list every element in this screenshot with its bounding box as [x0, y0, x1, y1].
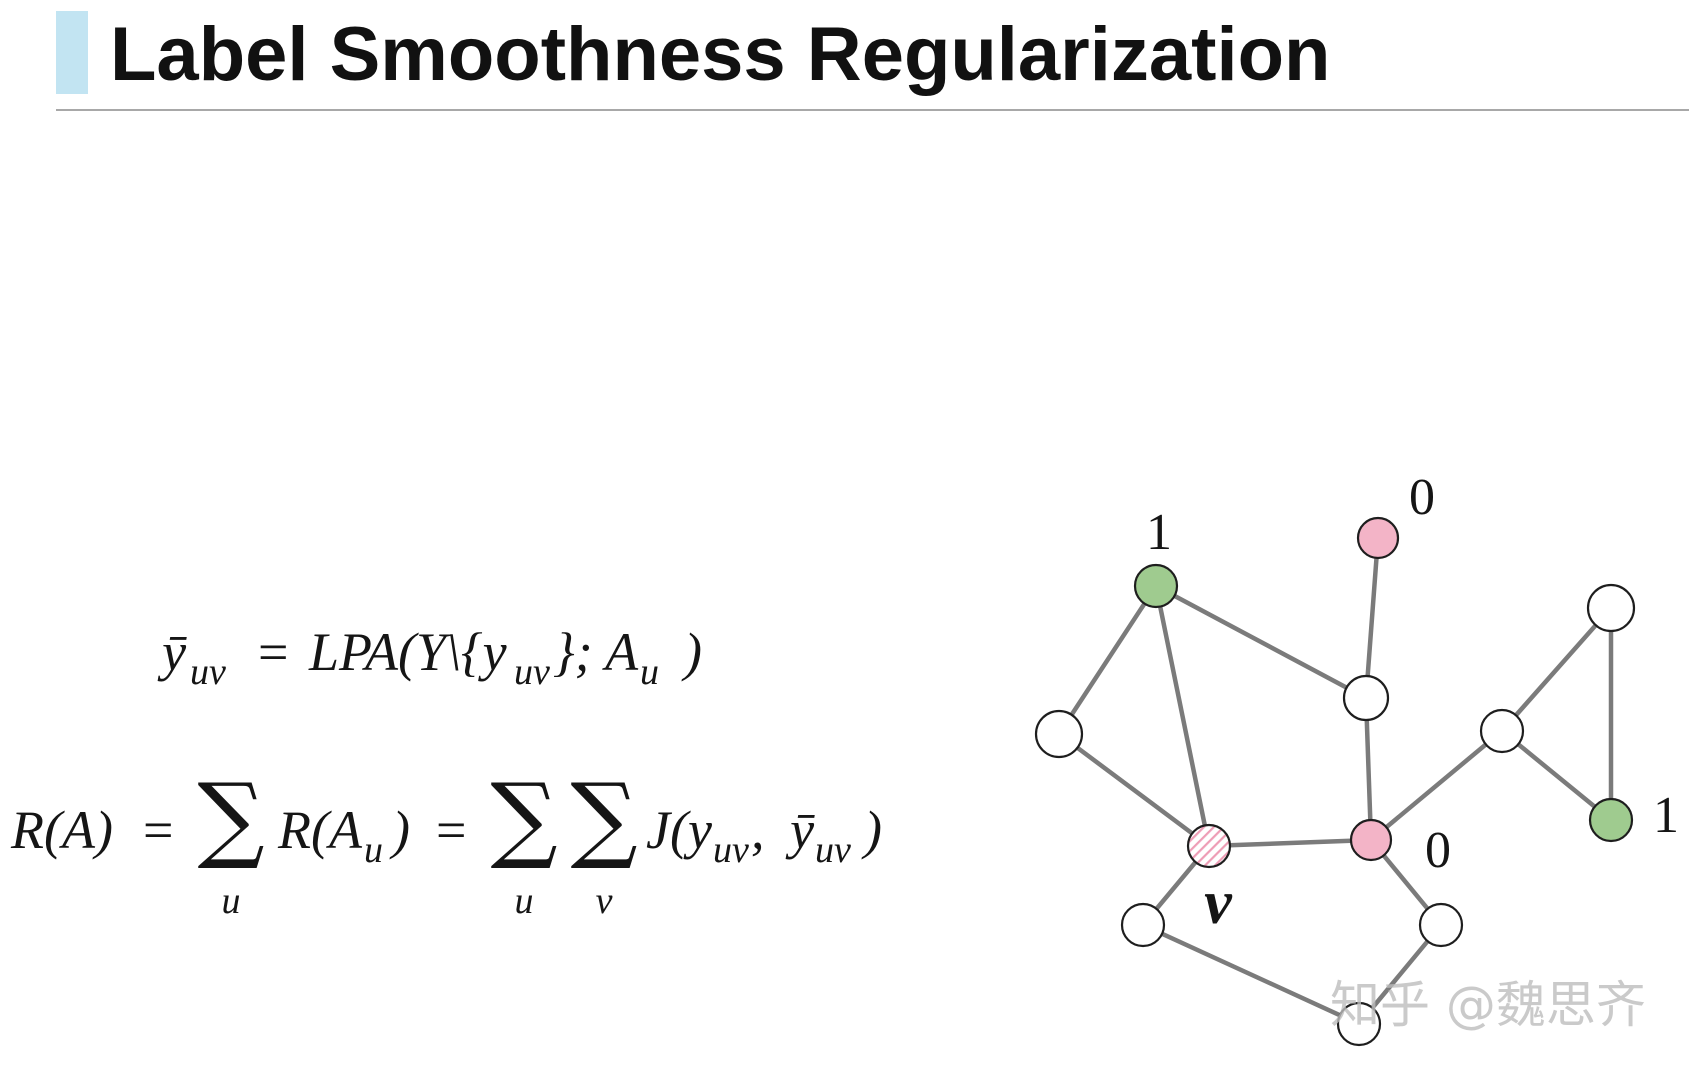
node-label: 0 [1409, 469, 1435, 526]
node-label: 0 [1425, 822, 1451, 879]
graph-edge [1368, 728, 1505, 843]
graph-edge [1363, 535, 1381, 701]
formula-lpa-function: LPA(Y\{y [308, 622, 507, 682]
graph-node-labeled [1356, 516, 1400, 560]
graph-node-labeled [1133, 563, 1179, 609]
formula-reg-comma: , [751, 800, 765, 860]
node-label: 1 [1146, 504, 1172, 561]
graph-node-target [1186, 823, 1232, 869]
graph-edge [1363, 695, 1374, 843]
formula-lpa-set-close: }; A [553, 622, 639, 682]
formula-reg-equals-1: = [143, 800, 173, 860]
summation-symbol: ∑ [197, 764, 264, 873]
graph-node-unlabeled [1586, 583, 1636, 633]
graph-edge [1499, 605, 1614, 734]
summation-symbol: ∑ [570, 764, 637, 873]
node-label: 1 [1653, 787, 1679, 844]
formula-lpa-equals: = [258, 622, 288, 682]
graph-edge [1140, 922, 1362, 1027]
summation-index: u [222, 880, 241, 922]
graph-node-unlabeled [1034, 709, 1084, 759]
graph-edge [1499, 728, 1614, 823]
title-divider [56, 109, 1689, 111]
formula-lpa-paren-close: ) [681, 622, 702, 682]
summation-index: v [596, 880, 613, 922]
graph-diagram: 1 0 v 0 1 [1034, 469, 1679, 1047]
graph-node-labels: 1 0 v 0 1 [1146, 469, 1679, 937]
graph-edge [1206, 837, 1374, 849]
formula-lpa-ybar: ȳ [157, 622, 187, 682]
formula-reg-equals-2: = [436, 800, 466, 860]
summation-index: u [515, 880, 534, 922]
formula-reg-term-open: R(A [277, 800, 363, 860]
formula-reg-ybar: ȳ [785, 800, 815, 860]
formula-lpa-a-subscript: u [640, 651, 659, 693]
formula-regularization: R(A) = ∑ u R(A u ) = ∑ u ∑ v J(y uv , ȳ … [10, 764, 882, 922]
graph-node-unlabeled [1120, 902, 1166, 948]
formula-lpa: ȳ uv = LPA(Y\{y uv }; A u ) [157, 622, 702, 693]
graph-node-labeled [1349, 818, 1393, 862]
graph-edge [1056, 731, 1212, 849]
graph-node-unlabeled [1479, 708, 1525, 754]
graph-edge [1153, 583, 1369, 701]
formula-reg-loss-open: J(y [646, 800, 712, 860]
formula-reg-lhs: R(A) [10, 800, 113, 860]
watermark: 知乎 @魏思齐 [1330, 976, 1646, 1034]
graph-nodes [1034, 516, 1636, 1047]
graph-edges [1056, 535, 1614, 1027]
graph-node-unlabeled [1336, 1001, 1382, 1047]
graph-node-labeled [1588, 797, 1634, 843]
formula-reg-loss-close: ) [861, 800, 882, 860]
target-node-label: v [1204, 869, 1233, 937]
title-accent-bar [56, 11, 88, 94]
formula-lpa-ybar-subscript: uv [190, 651, 226, 693]
formula-reg-ybar-subscript: uv [815, 829, 851, 871]
summation-symbol: ∑ [490, 764, 557, 873]
graph-edge [1056, 583, 1159, 737]
graph-node-unlabeled [1342, 674, 1390, 722]
formula-reg-term-close: ) [389, 800, 410, 860]
graph-node-unlabeled [1418, 902, 1464, 948]
formula-lpa-y-subscript: uv [514, 651, 550, 693]
slide-title: Label Smoothness Regularization [110, 12, 1331, 97]
formula-reg-term-subscript: u [364, 829, 383, 871]
graph-edge [1153, 583, 1212, 849]
formula-reg-y-subscript: uv [713, 829, 749, 871]
